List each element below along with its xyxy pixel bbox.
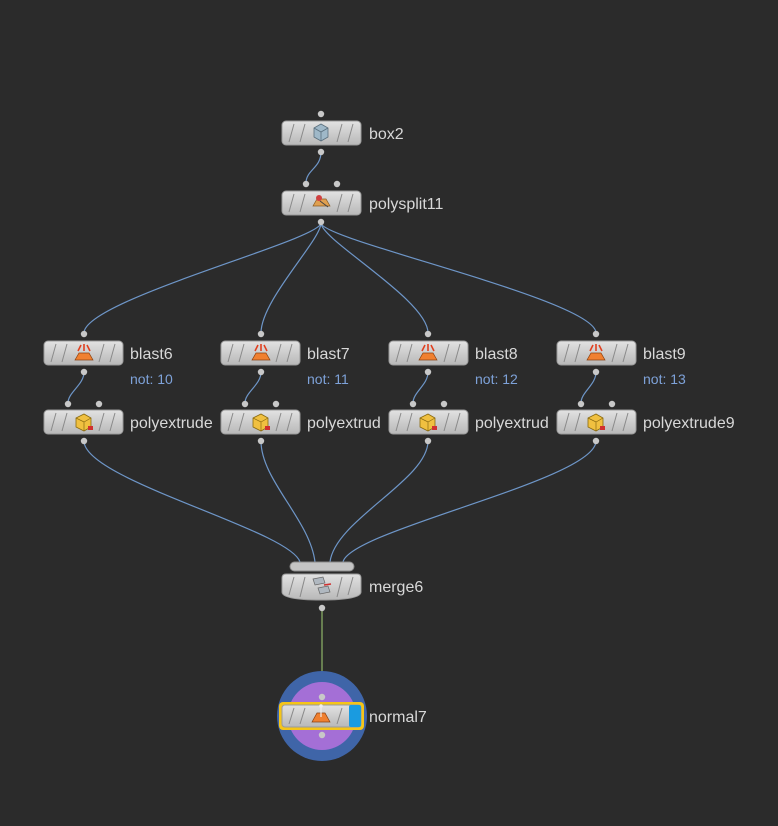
node-label: box2 — [369, 126, 404, 143]
blast-icon — [586, 344, 606, 361]
input-port[interactable] — [318, 693, 326, 701]
wire-blast9-polyextrude9 — [580, 371, 597, 404]
node-label: polyextrude9 — [643, 415, 735, 432]
wire-blast7-polyextrude7 — [244, 371, 262, 404]
node-sublabel: not: 12 — [475, 371, 518, 387]
wire-box2-polysplit11 — [305, 151, 322, 184]
node-label: polyextrude — [130, 415, 213, 432]
wire-polysplit11-blast8 — [320, 222, 429, 334]
node-polyextrude7[interactable]: polyextrud — [220, 400, 381, 445]
wire-polyextrude8-merge6 — [329, 440, 429, 563]
node-label: blast6 — [130, 346, 173, 363]
blast-icon — [251, 344, 271, 361]
node-blast7[interactable]: blast7 not: 11 — [220, 330, 350, 387]
output-port[interactable] — [257, 437, 265, 445]
output-port[interactable] — [424, 437, 432, 445]
merge-icon — [312, 576, 332, 595]
output-port[interactable] — [318, 604, 326, 612]
output-port[interactable] — [592, 437, 600, 445]
input-port[interactable] — [95, 400, 103, 408]
node-merge6[interactable]: merge6 — [281, 561, 423, 612]
node-normal7[interactable]: normal7 — [279, 693, 427, 739]
node-sublabel: not: 13 — [643, 371, 686, 387]
input-port[interactable] — [333, 180, 341, 188]
node-polyextrude9[interactable]: polyextrude9 — [556, 400, 735, 445]
node-label: blast7 — [307, 346, 350, 363]
input-port[interactable] — [440, 400, 448, 408]
wire-blast8-polyextrude8 — [412, 371, 429, 404]
node-label: polyextrud — [475, 415, 549, 432]
output-port[interactable] — [80, 437, 88, 445]
node-blast6[interactable]: blast6 not: 10 — [43, 330, 173, 387]
display-flag[interactable] — [349, 705, 361, 727]
output-port[interactable] — [317, 218, 325, 226]
input-port[interactable] — [317, 110, 325, 118]
output-port[interactable] — [80, 368, 88, 376]
wire-polyextrude7-merge6 — [260, 440, 316, 563]
output-port[interactable] — [424, 368, 432, 376]
merge-input-bar[interactable] — [289, 561, 355, 572]
polysplit-icon — [312, 195, 331, 208]
output-port[interactable] — [257, 368, 265, 376]
node-label: polyextrud — [307, 415, 381, 432]
node-box2[interactable]: box2 — [281, 110, 404, 156]
normal-icon — [311, 704, 331, 723]
input-port[interactable] — [64, 400, 72, 408]
blast-icon — [418, 344, 438, 361]
wire-polyextrude9-merge6 — [342, 440, 597, 563]
input-port[interactable] — [257, 330, 265, 338]
node-sublabel: not: 11 — [307, 371, 349, 387]
node-label: polysplit11 — [369, 196, 444, 213]
output-port[interactable] — [317, 148, 325, 156]
wire-polysplit11-blast7 — [260, 222, 322, 334]
polyextrude-icon — [587, 413, 605, 432]
node-label: blast8 — [475, 346, 518, 363]
node-label: merge6 — [369, 579, 423, 596]
node-sublabel: not: 10 — [130, 371, 173, 387]
wire-polysplit11-blast9 — [320, 222, 597, 334]
input-port[interactable] — [241, 400, 249, 408]
blast-icon — [74, 344, 94, 361]
polyextrude-icon — [252, 413, 270, 432]
node-label: normal7 — [369, 709, 427, 726]
node-polyextrude8[interactable]: polyextrud — [388, 400, 549, 445]
node-polysplit11[interactable]: polysplit11 — [281, 180, 444, 226]
box-icon — [313, 123, 329, 142]
wire-polyextrude6-merge6 — [83, 440, 301, 563]
input-port[interactable] — [409, 400, 417, 408]
input-port[interactable] — [592, 330, 600, 338]
polyextrude-icon — [75, 413, 93, 432]
polyextrude-icon — [419, 413, 437, 432]
node-label: blast9 — [643, 346, 686, 363]
input-port[interactable] — [80, 330, 88, 338]
input-port[interactable] — [302, 180, 310, 188]
output-port[interactable] — [318, 731, 326, 739]
input-port[interactable] — [272, 400, 280, 408]
node-blast9[interactable]: blast9 not: 13 — [556, 330, 686, 387]
wire-blast6-polyextrude6 — [67, 371, 85, 404]
input-port[interactable] — [577, 400, 585, 408]
wire-polysplit11-blast6 — [83, 222, 322, 334]
input-port[interactable] — [424, 330, 432, 338]
node-blast8[interactable]: blast8 not: 12 — [388, 330, 518, 387]
node-polyextrude6[interactable]: polyextrude — [43, 400, 213, 445]
input-port[interactable] — [608, 400, 616, 408]
output-port[interactable] — [592, 368, 600, 376]
